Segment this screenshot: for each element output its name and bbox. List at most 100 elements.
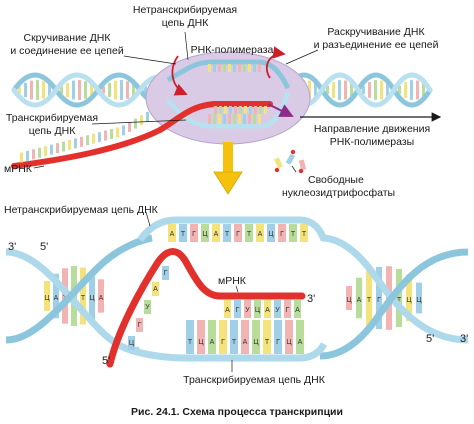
outer-right-base: [366, 270, 372, 326]
top-mrna-base: [116, 127, 119, 138]
top-mrna-base: [146, 111, 149, 122]
rewinding-arrow: [171, 55, 188, 96]
top-base-pair: [132, 83, 135, 97]
top-mrna-base: [38, 147, 41, 158]
outer-right-base: [376, 266, 382, 330]
bottom-mrna-letter: Г: [138, 322, 142, 329]
top-base-pair: [126, 81, 129, 99]
top-base-pair: [332, 82, 335, 98]
top-mrna-base: [50, 144, 53, 155]
top-base-pair: [422, 83, 425, 97]
bubble-upper-base: [238, 64, 241, 72]
bubble-lower-base: [253, 114, 256, 124]
top-leader-lines: [33, 31, 319, 173]
template-letter: А: [210, 339, 215, 346]
bottom-mrna-letter: У: [275, 307, 280, 314]
bubble-upper-base: [208, 64, 211, 72]
top-base-pair: [398, 85, 401, 95]
top-mrna-base: [259, 106, 262, 114]
nontemplate-base: [212, 224, 220, 242]
label-rewinding-2: и соединение ее цепей: [10, 45, 124, 57]
template-letter: Ц: [286, 339, 292, 346]
nontemplate-base: [223, 224, 231, 242]
bubble-lower-base: [233, 114, 236, 124]
outer-right-base: [356, 277, 362, 319]
top-base-pair: [60, 86, 63, 94]
label-free-ntp-2: нуклеозидтрифосфаты: [282, 187, 395, 199]
bottom-leader-lines: [145, 211, 239, 372]
bottom-mrna-base: [284, 300, 291, 318]
label-free-ntp-1: Свободные: [308, 174, 364, 186]
outer-right-letter: Г: [377, 297, 381, 304]
bottom-nontemplate-strand: [137, 216, 328, 243]
top-mrna-base: [122, 125, 125, 136]
bubble-upper-base: [218, 64, 221, 72]
top-mrna-base: [32, 149, 35, 160]
bubble-lower-base: [208, 114, 211, 124]
top-mrna-base: [104, 130, 107, 141]
nontemplate-base: [179, 224, 187, 242]
top-mrna-base: [214, 106, 217, 114]
prime-right-top: 5': [426, 333, 434, 345]
label-unwinding-1: Раскручивание ДНК: [327, 26, 425, 38]
top-base-pair: [404, 82, 407, 98]
top-base-pair: [386, 83, 389, 97]
bottom-template-strand: [128, 342, 328, 362]
top-mrna-base: [44, 146, 47, 157]
top-base-pair: [114, 80, 117, 100]
nontemplate-letter: Г: [236, 231, 240, 238]
top-base-pair: [66, 82, 69, 98]
template-letter: А: [298, 339, 303, 346]
outer-left-base: [44, 281, 50, 311]
top-base-pair: [326, 85, 329, 95]
nontemplate-letter: Т: [181, 231, 186, 238]
template-base: [208, 320, 216, 354]
outer-left-letter: Т: [81, 295, 86, 302]
bottom-mrna-base: [294, 300, 301, 318]
nontemplate-letter: А: [170, 231, 175, 238]
bubble-upper-base: [223, 64, 226, 72]
label-direction-2: РНК-полимеразы: [330, 136, 414, 148]
template-letter: Г: [276, 339, 280, 346]
label-template-top-1: Транскрибируемая: [6, 112, 98, 124]
top-mrna-base: [62, 141, 65, 152]
bottom-mrna-base: [264, 300, 271, 318]
nontemplate-base: [300, 224, 308, 242]
prime-right-second: 3': [460, 333, 468, 345]
top-base-pair: [350, 83, 353, 97]
outer-right-letter: Т: [367, 297, 372, 304]
outer-right-base: [416, 282, 422, 314]
bottom-mrna-base: [144, 300, 151, 314]
top-base-pair: [72, 80, 75, 100]
top-base-pair: [108, 82, 111, 98]
top-base-pair: [380, 80, 383, 100]
template-base: [219, 320, 227, 354]
top-base-pair: [78, 80, 81, 100]
bottom-mrna-letter: Г: [236, 307, 240, 314]
bottom-strand-right-back: [321, 234, 469, 344]
top-base-pair: [48, 83, 51, 97]
top-base-pair: [24, 82, 27, 98]
template-letter: Т: [265, 339, 270, 346]
bubble-lower-base: [228, 114, 231, 124]
template-letter: А: [243, 339, 248, 346]
bottom-mrna-base: [128, 336, 135, 350]
bottom-mrna-base: [162, 266, 169, 280]
nontemplate-letter: Г: [280, 231, 284, 238]
outer-left-base: [98, 279, 104, 313]
nontemplate-letter: Т: [302, 231, 307, 238]
template-letter: Ц: [198, 339, 204, 346]
top-base-pair: [410, 80, 413, 100]
top-base-pair: [18, 86, 21, 94]
top-mrna-base: [110, 129, 113, 140]
template-letter: Т: [232, 339, 237, 346]
bubble-lower-base: [238, 114, 241, 124]
bottom-mrna-base: [224, 300, 231, 318]
top-mrna-base: [224, 106, 227, 114]
top-base-pair: [374, 80, 377, 100]
bottom-strand-right-front: [319, 248, 469, 360]
top-mrna-base: [98, 132, 101, 143]
top-mrna-strand: [11, 101, 273, 169]
